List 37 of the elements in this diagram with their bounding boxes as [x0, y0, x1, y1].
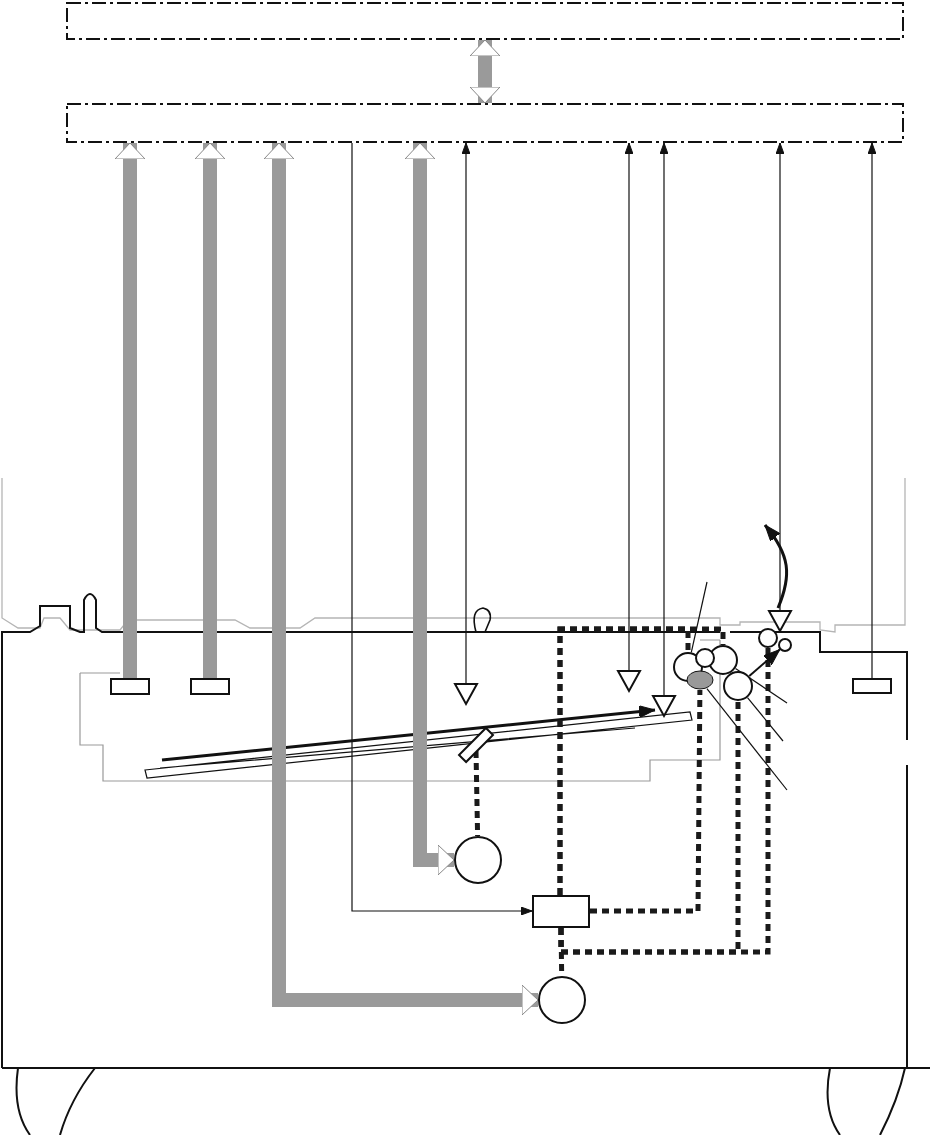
roller-circle — [695, 648, 715, 668]
harness-line — [590, 689, 703, 914]
hollow-arrow — [404, 142, 455, 876]
leader-line — [690, 581, 708, 653]
roller-circle — [708, 645, 738, 675]
module-outline — [66, 2, 904, 40]
controller-box — [532, 895, 590, 928]
leader-line — [746, 697, 784, 742]
sensor-box — [110, 678, 150, 695]
arrow — [624, 142, 634, 671]
leader-line — [734, 667, 788, 704]
arrow — [748, 648, 781, 678]
sensor-box — [190, 678, 230, 695]
sensor-triangle — [768, 610, 792, 632]
leader-line — [706, 688, 788, 791]
arrow — [775, 142, 785, 611]
motor-circle — [538, 976, 586, 1024]
harness-line — [558, 648, 771, 955]
arrow — [867, 142, 877, 679]
hollow-arrow — [194, 142, 226, 678]
sensor-box — [852, 678, 892, 694]
arrow — [351, 142, 533, 916]
harness-line — [557, 626, 726, 895]
arrow — [659, 142, 669, 696]
module-outline — [66, 103, 904, 143]
sensor-triangle — [454, 683, 478, 705]
arrow — [461, 142, 471, 684]
sensor-triangle — [652, 695, 676, 717]
hollow-arrow — [114, 142, 146, 678]
roller-circle — [778, 638, 792, 652]
blade-shape — [686, 670, 714, 690]
sensor-triangle — [617, 670, 641, 692]
roller-circle — [723, 671, 753, 701]
motor-circle — [454, 836, 502, 884]
roller-circle — [758, 628, 778, 648]
hollow-arrow — [469, 39, 501, 104]
hollow-arrow — [263, 142, 539, 1016]
